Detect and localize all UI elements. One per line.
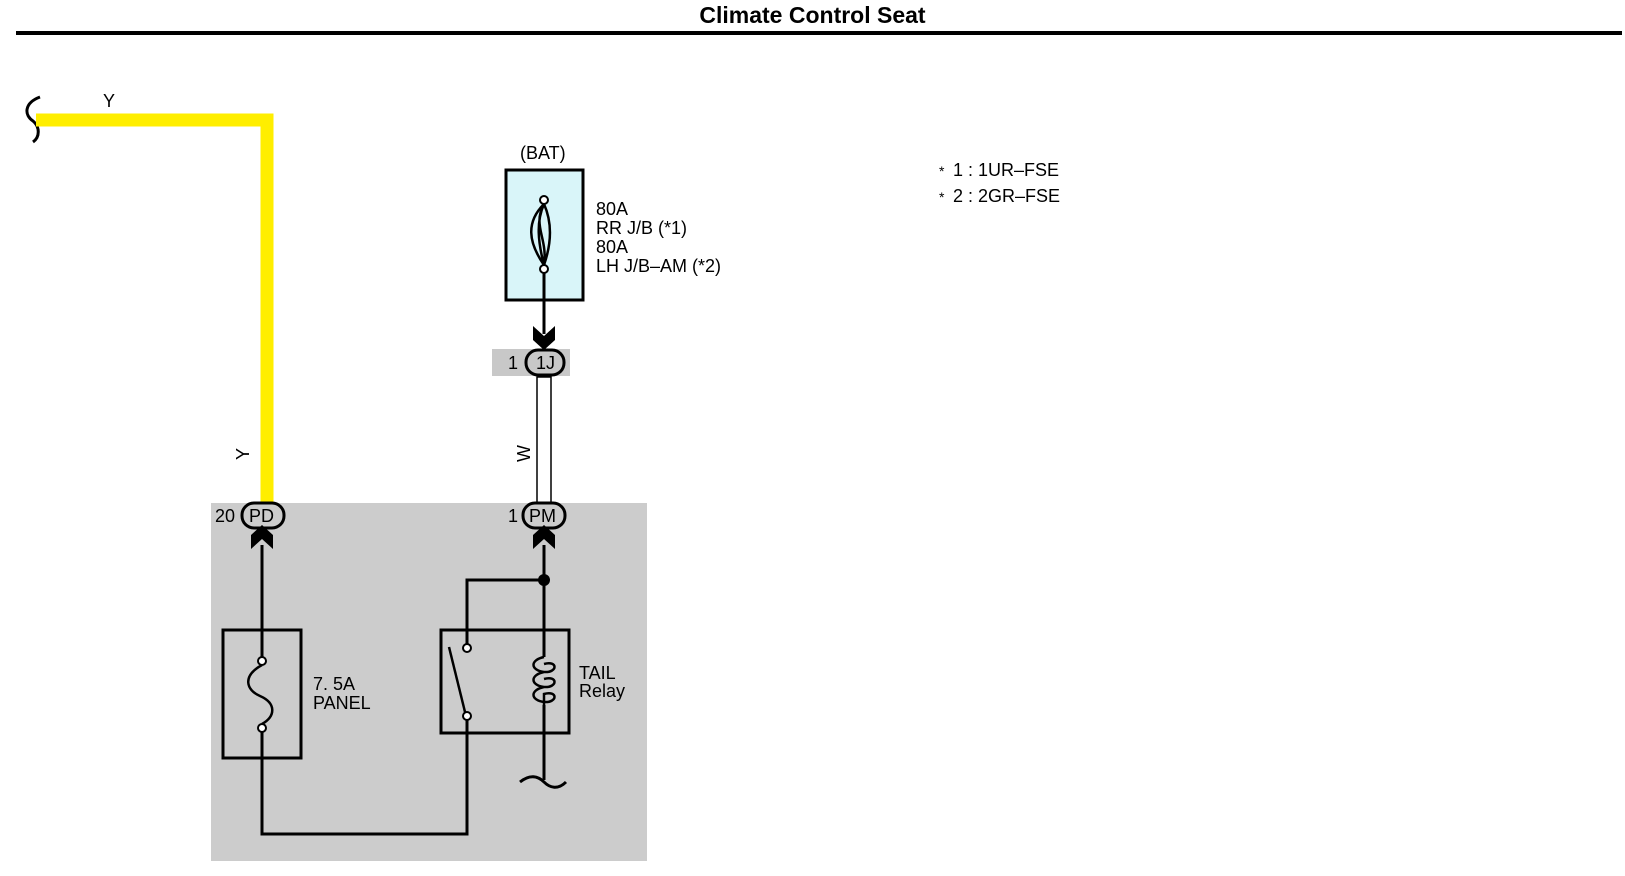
relay-contact-feed-wire xyxy=(465,578,544,648)
note-2-mark: * xyxy=(939,189,945,205)
relay-contact-top xyxy=(462,643,472,653)
bat-label: (BAT) xyxy=(520,143,566,163)
panel-fuse-bottom-terminal xyxy=(257,723,267,733)
tail-relay-line2: Relay xyxy=(579,681,625,701)
fuse-icon xyxy=(247,663,274,726)
connector-pd-name: PD xyxy=(249,506,274,526)
arrow-down-icon xyxy=(533,326,555,350)
panel-fuse-rating: 7. 5A xyxy=(313,674,355,694)
connector-pd-pin: 20 xyxy=(215,506,235,526)
arrow-up-icon xyxy=(533,525,555,549)
connector-1j-pin: 1 xyxy=(508,353,518,373)
junction-block xyxy=(211,503,647,861)
yellow-wire xyxy=(36,113,274,502)
connector-1j xyxy=(524,348,566,377)
fuse-line-2: RR J/B (*1) xyxy=(596,218,687,238)
white-wire xyxy=(536,376,552,504)
yellow-wire-break-icon xyxy=(25,95,41,144)
fuse-line-1: 80A xyxy=(596,199,628,219)
panel-fuse-name: PANEL xyxy=(313,693,371,713)
wire-continuation-icon xyxy=(519,775,568,789)
title-rule xyxy=(16,31,1622,35)
fuse-line-4: LH J/B–AM (*2) xyxy=(596,256,721,276)
fuse-to-relay-wire xyxy=(260,716,469,836)
fuse-line-3: 80A xyxy=(596,237,628,257)
yellow-wire-label-vertical: Y xyxy=(233,448,253,460)
bat-fuse-top-terminal xyxy=(539,195,549,205)
note-1-text: 1 : 1UR–FSE xyxy=(953,160,1059,180)
bat-fuse-bottom-terminal xyxy=(539,264,549,274)
panel-fuse-top-terminal xyxy=(257,656,267,666)
relay-contact-bottom xyxy=(462,711,472,721)
yellow-wire-label-top: Y xyxy=(103,91,115,111)
note-2-text: 2 : 2GR–FSE xyxy=(953,186,1060,206)
connector-pm-pin: 1 xyxy=(508,506,518,526)
arrow-up-icon xyxy=(251,525,273,549)
relay-switch-icon xyxy=(447,646,467,713)
connector-1j-name: 1J xyxy=(536,353,555,373)
fusible-link-icon xyxy=(530,203,552,266)
tail-relay-box xyxy=(439,628,571,735)
page-title: Climate Control Seat xyxy=(699,2,926,28)
note-1-mark: * xyxy=(939,163,945,179)
white-wire-label: W xyxy=(514,445,534,462)
connector-pm-name: PM xyxy=(529,506,556,526)
relay-coil-icon xyxy=(532,655,556,705)
tail-relay-line1: TAIL xyxy=(579,663,616,683)
